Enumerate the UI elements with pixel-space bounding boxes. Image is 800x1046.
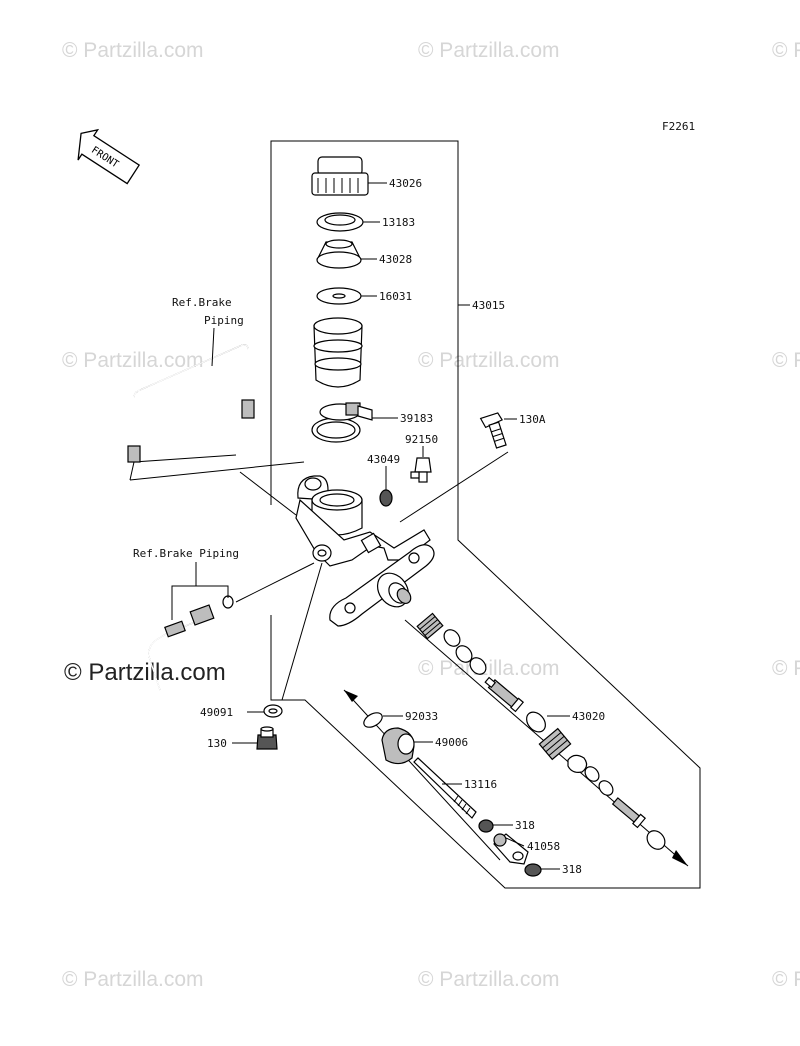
leader-line: [211, 327, 215, 367]
callout-43028: 43028: [379, 253, 412, 266]
plug-part: [256, 726, 278, 750]
figure-code: F2261: [662, 120, 695, 133]
bleeder-valve-part: [410, 457, 432, 483]
brake-pipe-lower: [148, 595, 234, 691]
watermark: © Partzilla.com: [418, 968, 560, 991]
reservoir-outline: [270, 140, 701, 889]
callout-130: 130: [207, 737, 227, 750]
callout-43015: 43015: [472, 299, 505, 312]
callout-16031: 16031: [379, 290, 412, 303]
ref-brake-piping-label: Piping: [204, 314, 244, 327]
axis-arrow: [344, 690, 358, 702]
leader-line: [399, 451, 509, 523]
watermark: © Partzilla.com: [772, 968, 800, 991]
callout-49006: 49006: [435, 736, 468, 749]
callout-92150: 92150: [405, 433, 438, 446]
watermark: © Partzilla.com: [772, 39, 800, 62]
leader-line: [129, 454, 237, 481]
watermark: © Partzilla.com: [62, 39, 204, 62]
callout-41058: 41058: [527, 840, 560, 853]
clevis-part: [493, 833, 529, 865]
watermark: © Partzilla.com: [418, 39, 560, 62]
leader-line: [239, 471, 297, 516]
bleeder-cap-part: [379, 489, 393, 507]
watermark: © Partzilla.com: [62, 349, 204, 372]
callout-49091: 49091: [200, 706, 233, 719]
callout-13183: 13183: [382, 216, 415, 229]
watermark: © Partzilla.com: [772, 657, 800, 680]
front-arrow-icon: FRONT: [77, 128, 141, 185]
leader-line: [235, 562, 315, 603]
dust-boot-part: [381, 727, 415, 765]
push-rod-part: [413, 757, 477, 819]
nut-part: [478, 819, 494, 833]
leader-line: [195, 562, 229, 598]
callout-43020: 43020: [572, 710, 605, 723]
callout-318-lower: 318: [562, 863, 582, 876]
hose-clamp-part: [311, 402, 373, 443]
watermark: © Partzilla.com: [62, 968, 204, 991]
leader-line: [171, 585, 196, 620]
leader-line: [505, 837, 525, 847]
brake-pipe-upper: [127, 344, 255, 463]
nut-part: [524, 863, 542, 877]
watermark-layer: © Partzilla.com © Partzilla.com © Partzi…: [62, 39, 800, 991]
reservoir-cup-part: [313, 317, 363, 388]
circlip-part: [363, 712, 383, 728]
diaphragm-part: [316, 239, 362, 269]
watermark: © Partzilla.com: [772, 349, 800, 372]
ref-brake-piping-label: Ref.Brake Piping: [133, 547, 239, 560]
ref-brake-piping-label: Ref.Brake: [172, 296, 232, 309]
callout-130A: 130A: [519, 413, 546, 426]
callout-39183: 39183: [400, 412, 433, 425]
leader-line: [281, 562, 323, 701]
bolt-part: [479, 412, 507, 449]
axis-arrow: [672, 850, 688, 866]
leader-line: [129, 461, 305, 481]
watermark: © Partzilla.com: [418, 349, 560, 372]
callout-318-upper: 318: [515, 819, 535, 832]
copyright-label: © Partzilla.com: [64, 659, 226, 686]
reservoir-cap-part: [311, 156, 369, 196]
gasket-part: [268, 708, 278, 714]
master-cylinder-body-part: [295, 475, 435, 627]
callout-43026: 43026: [389, 177, 422, 190]
piston-kit-part: [416, 612, 666, 850]
float-part: [316, 287, 362, 305]
plate-part: [316, 212, 364, 232]
callout-43049: 43049: [367, 453, 400, 466]
watermark: © Partzilla.com: [418, 657, 560, 680]
callout-92033: 92033: [405, 710, 438, 723]
callout-13116: 13116: [464, 778, 497, 791]
